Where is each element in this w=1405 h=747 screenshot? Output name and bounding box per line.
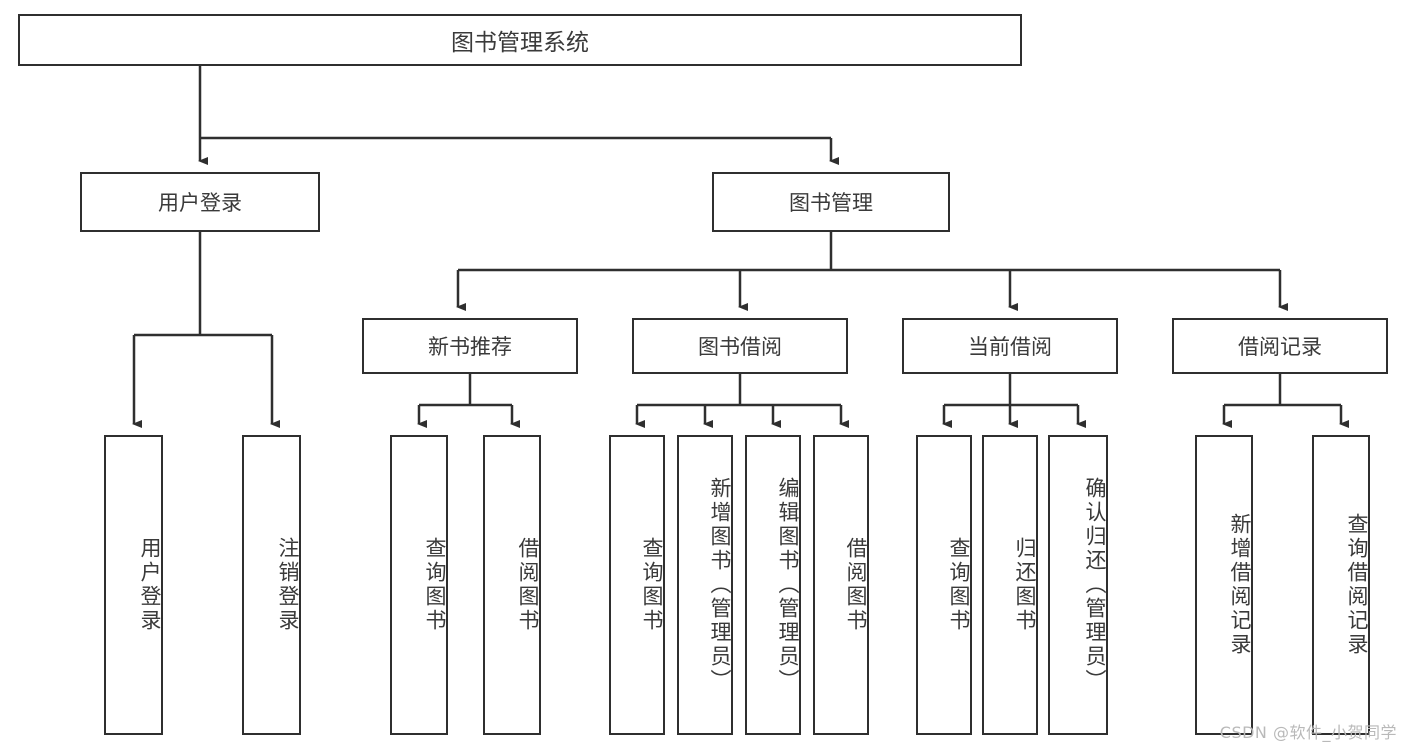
node-leaf-query-book-rec[interactable]: 查询图书: [390, 435, 448, 735]
node-label: 图书借阅: [698, 335, 782, 359]
node-label: 用户登录: [138, 537, 162, 633]
node-leaf-logout[interactable]: 注销登录: [242, 435, 301, 735]
node-label: 当前借阅: [968, 335, 1052, 359]
node-leaf-query-record[interactable]: 查询借阅记录: [1312, 435, 1370, 735]
node-user-login[interactable]: 用户登录: [80, 172, 320, 232]
node-label: 新增图书（管理员）: [708, 477, 732, 693]
node-label: 确认归还（管理员）: [1083, 477, 1107, 693]
node-leaf-query-book-current[interactable]: 查询图书: [916, 435, 972, 735]
node-label: 注销登录: [276, 537, 300, 633]
node-label: 借阅图书: [516, 537, 540, 633]
node-label: 查询图书: [640, 537, 664, 633]
node-root[interactable]: 图书管理系统: [18, 14, 1022, 66]
node-leaf-return-book[interactable]: 归还图书: [982, 435, 1038, 735]
node-leaf-query-book-borrow[interactable]: 查询图书: [609, 435, 665, 735]
node-leaf-add-record[interactable]: 新增借阅记录: [1195, 435, 1253, 735]
node-label: 用户登录: [158, 191, 242, 215]
node-label: 查询借阅记录: [1345, 513, 1369, 657]
node-leaf-user-login[interactable]: 用户登录: [104, 435, 163, 735]
node-book-manage[interactable]: 图书管理: [712, 172, 950, 232]
node-leaf-borrow-book[interactable]: 借阅图书: [813, 435, 869, 735]
node-current-borrow[interactable]: 当前借阅: [902, 318, 1118, 374]
node-label: 借阅记录: [1238, 335, 1322, 359]
node-leaf-add-book[interactable]: 新增图书（管理员）: [677, 435, 733, 735]
node-label: 借阅图书: [844, 537, 868, 633]
node-label: 查询图书: [947, 537, 971, 633]
node-label: 图书管理系统: [451, 30, 589, 56]
node-leaf-borrow-book-rec[interactable]: 借阅图书: [483, 435, 541, 735]
node-label: 编辑图书（管理员）: [776, 477, 800, 693]
node-label: 新书推荐: [428, 335, 512, 359]
node-leaf-confirm-return[interactable]: 确认归还（管理员）: [1048, 435, 1108, 735]
watermark-text: CSDN @软件_小贺同学: [1219, 723, 1397, 742]
node-borrow-record[interactable]: 借阅记录: [1172, 318, 1388, 374]
node-book-borrow[interactable]: 图书借阅: [632, 318, 848, 374]
node-label: 查询图书: [423, 537, 447, 633]
node-label: 归还图书: [1013, 537, 1037, 633]
node-new-book-rec[interactable]: 新书推荐: [362, 318, 578, 374]
node-label: 新增借阅记录: [1228, 513, 1252, 657]
node-label: 图书管理: [789, 191, 873, 215]
node-leaf-edit-book[interactable]: 编辑图书（管理员）: [745, 435, 801, 735]
